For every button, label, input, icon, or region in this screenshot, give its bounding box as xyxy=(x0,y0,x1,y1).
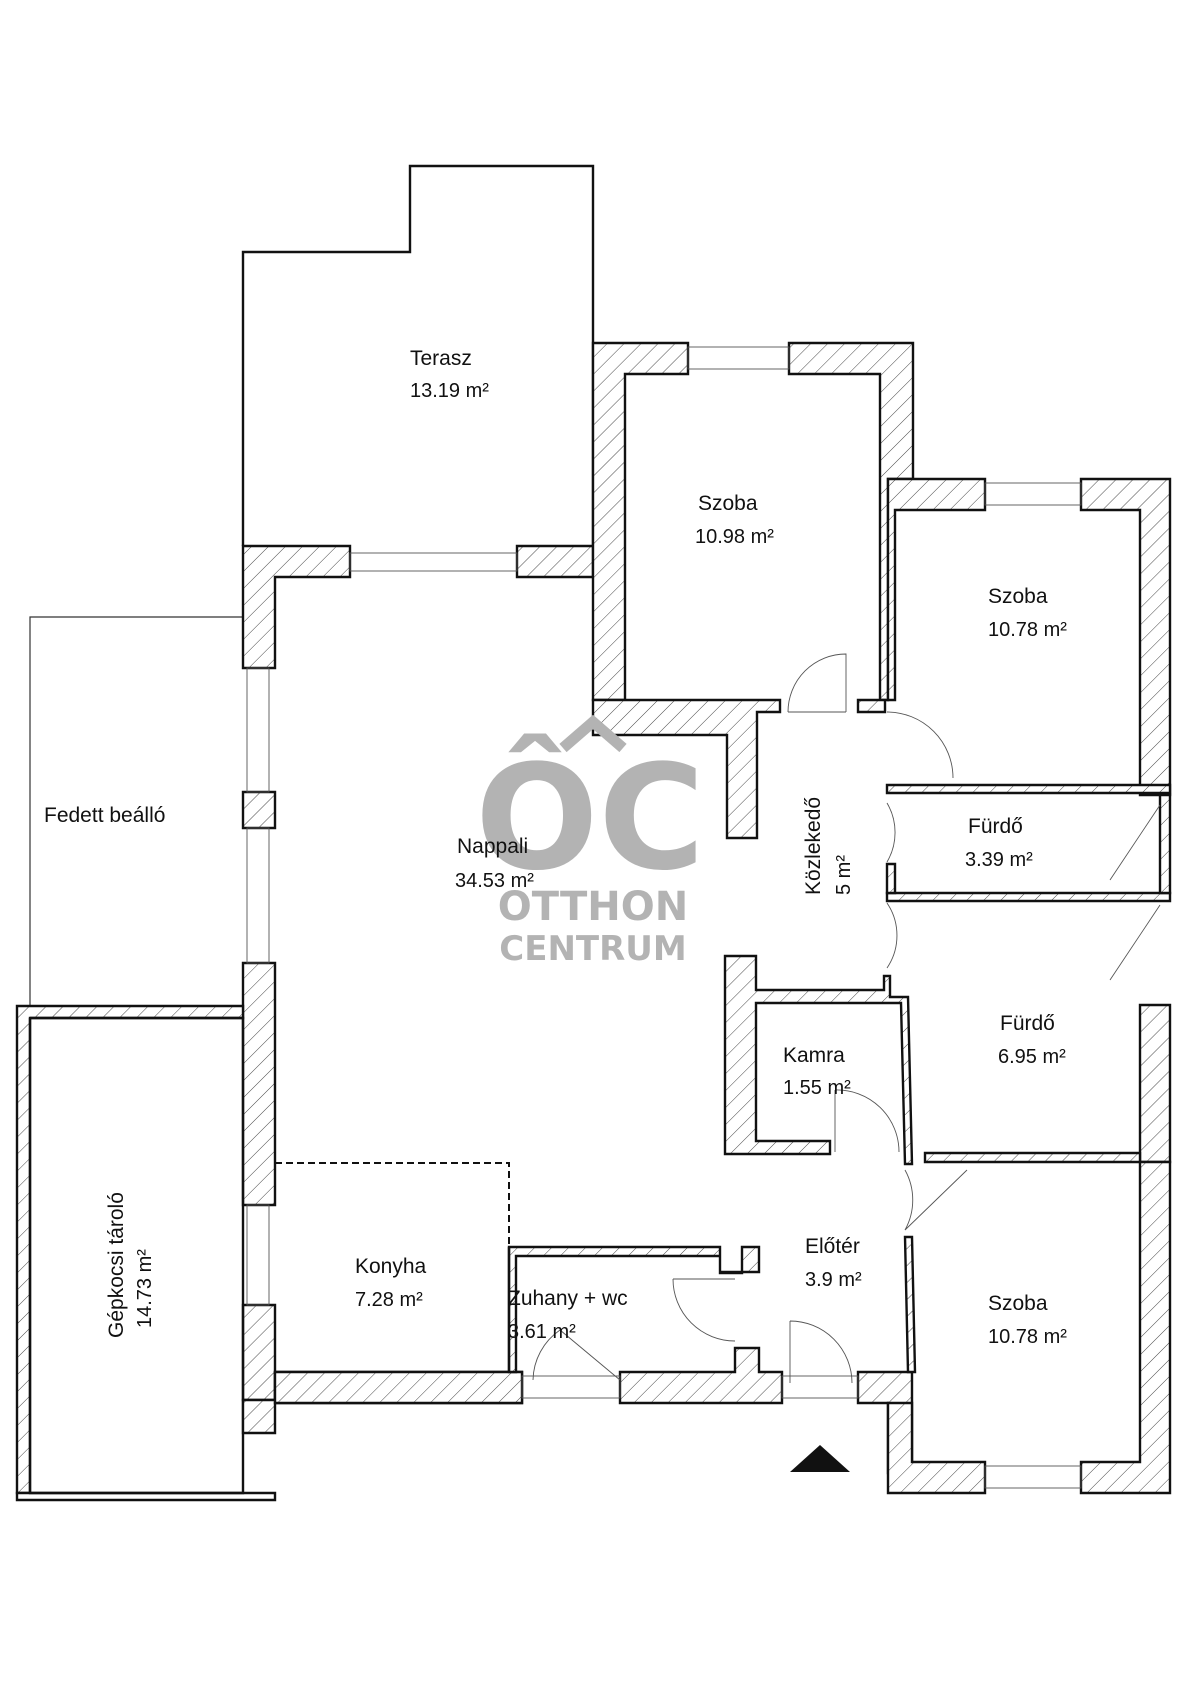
svg-text:Szoba: Szoba xyxy=(988,1292,1048,1315)
svg-text:10.78 m²: 10.78 m² xyxy=(988,619,1067,641)
svg-text:Nappali: Nappali xyxy=(457,835,528,858)
svg-text:CENTRUM: CENTRUM xyxy=(499,929,686,969)
wall xyxy=(1158,793,1172,895)
room-label-kozlekedo: Közlekedő 5 m² xyxy=(802,797,855,895)
window xyxy=(521,1375,621,1399)
door-swing xyxy=(1109,804,1161,981)
svg-text:Zuhany + wc: Zuhany + wc xyxy=(508,1287,628,1310)
svg-text:Fedett beálló: Fedett beálló xyxy=(44,804,165,827)
wall xyxy=(241,790,277,830)
door-swing xyxy=(787,653,847,713)
svg-text:6.95 m²: 6.95 m² xyxy=(998,1046,1066,1068)
covered-parking-outline xyxy=(29,616,243,1014)
svg-text:Szoba: Szoba xyxy=(698,492,758,515)
window xyxy=(349,552,518,572)
wall xyxy=(723,954,914,1166)
wall xyxy=(241,544,352,670)
wall xyxy=(507,1245,761,1374)
wall xyxy=(273,1370,524,1405)
room-label-szoba-2: Szoba 10.78 m² xyxy=(988,585,1067,641)
door-swing xyxy=(834,1089,900,1153)
window xyxy=(781,1375,859,1399)
room-label-konyha: Konyha 7.28 m² xyxy=(355,1255,427,1311)
svg-text:1.55 m²: 1.55 m² xyxy=(783,1077,851,1099)
door-swing xyxy=(532,1329,621,1381)
svg-text:Kamra: Kamra xyxy=(783,1044,845,1067)
svg-text:10.98 m²: 10.98 m² xyxy=(695,526,774,548)
window xyxy=(246,1204,270,1306)
door-swing xyxy=(886,711,954,779)
wall xyxy=(923,1151,1142,1164)
wall xyxy=(591,698,782,840)
wall xyxy=(15,1004,245,1495)
svg-text:ÔC: ÔC xyxy=(475,734,705,903)
wall xyxy=(886,477,987,702)
wall xyxy=(885,891,1172,903)
svg-text:3.61 m²: 3.61 m² xyxy=(508,1321,576,1343)
window xyxy=(984,482,1082,506)
wall xyxy=(885,783,1172,795)
door-swing xyxy=(886,802,896,863)
svg-text:Gépkocsi tároló: Gépkocsi tároló xyxy=(105,1192,128,1338)
room-label-szoba-3: Szoba 10.78 m² xyxy=(988,1292,1067,1348)
room-label-terasz: Terasz 13.19 m² xyxy=(410,347,489,402)
garage-outline xyxy=(28,1016,245,1495)
svg-text:Előtér: Előtér xyxy=(805,1235,860,1258)
door-swing xyxy=(904,1169,968,1231)
room-label-furdo-1: Fürdő 3.39 m² xyxy=(965,815,1033,871)
door-swing xyxy=(886,902,898,969)
svg-text:14.73 m²: 14.73 m² xyxy=(134,1249,156,1328)
kitchen-boundary xyxy=(275,1162,510,1247)
wall xyxy=(1138,1003,1172,1164)
room-label-eloter: Előtér 3.9 m² xyxy=(805,1235,862,1291)
room-label-kamra: Kamra 1.55 m² xyxy=(783,1044,851,1099)
terrace-outline xyxy=(241,164,595,546)
svg-text:Fürdő: Fürdő xyxy=(968,815,1023,838)
wall xyxy=(856,698,887,714)
wall xyxy=(515,544,595,579)
wall xyxy=(241,961,277,1207)
wall xyxy=(241,1303,277,1402)
room-label-furdo-2: Fürdő 6.95 m² xyxy=(998,1012,1066,1068)
svg-text:Szoba: Szoba xyxy=(988,585,1048,608)
door-swing xyxy=(789,1320,853,1384)
svg-text:Fürdő: Fürdő xyxy=(1000,1012,1055,1035)
svg-text:3.9 m²: 3.9 m² xyxy=(805,1269,862,1291)
svg-text:5 m²: 5 m² xyxy=(833,855,855,895)
svg-text:10.78 m²: 10.78 m² xyxy=(988,1326,1067,1348)
svg-text:13.19 m²: 13.19 m² xyxy=(410,380,489,402)
room-label-zuhany-wc: Zuhany + wc 3.61 m² xyxy=(508,1287,628,1343)
wall xyxy=(886,1401,987,1495)
svg-text:Konyha: Konyha xyxy=(355,1255,427,1278)
svg-text:3.39 m²: 3.39 m² xyxy=(965,849,1033,871)
wall xyxy=(591,341,690,702)
wall xyxy=(618,1346,784,1405)
room-label-szoba-1: Szoba 10.98 m² xyxy=(695,492,774,548)
window xyxy=(984,1465,1082,1489)
svg-text:34.53 m²: 34.53 m² xyxy=(455,870,534,892)
wall xyxy=(885,862,897,895)
window xyxy=(246,827,270,964)
room-label-gepkocsi-tarolo: Gépkocsi tároló 14.73 m² xyxy=(105,1192,156,1338)
door-swing xyxy=(672,1278,736,1342)
wall xyxy=(1079,1160,1172,1495)
window xyxy=(687,346,790,370)
svg-text:7.28 m²: 7.28 m² xyxy=(355,1289,423,1311)
triangle-up-icon xyxy=(790,1445,850,1472)
room-label-fedett-beallo: Fedett beálló xyxy=(44,804,165,827)
watermark-logo: ÔC OTTHON CENTRUM xyxy=(475,714,705,969)
svg-text:Közlekedő: Közlekedő xyxy=(802,797,825,895)
svg-text:Terasz: Terasz xyxy=(410,347,472,370)
room-label-nappali: Nappali 34.53 m² xyxy=(455,835,534,892)
wall xyxy=(903,1235,917,1374)
wall xyxy=(1079,477,1172,797)
window xyxy=(246,667,270,793)
svg-text:OTTHON: OTTHON xyxy=(498,884,688,930)
